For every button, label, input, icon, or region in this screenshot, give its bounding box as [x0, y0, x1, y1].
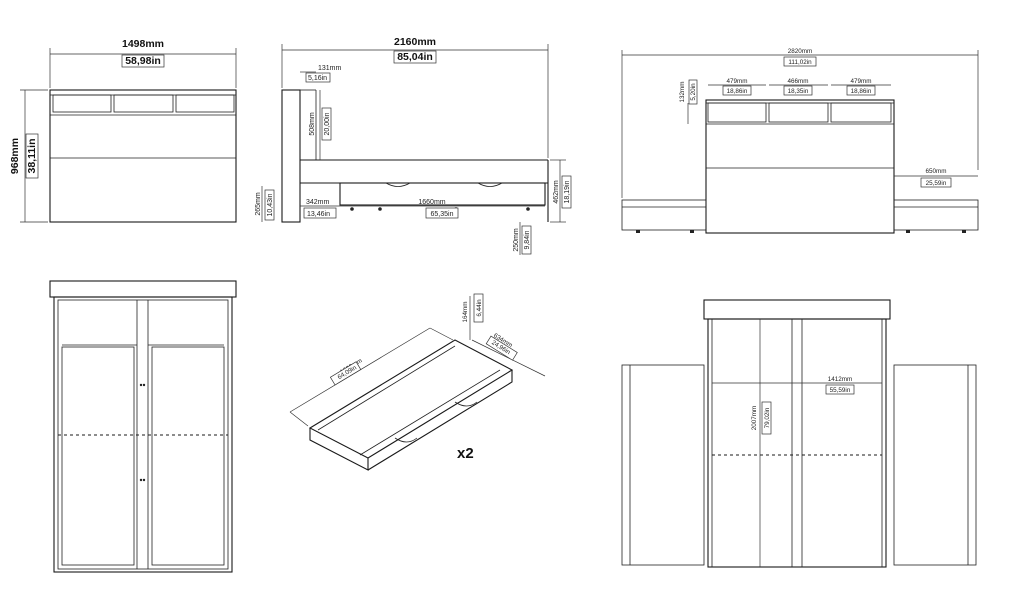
drawer-h-in: 6,44in: [476, 299, 483, 317]
side-offset-in: 13,46in: [307, 211, 330, 218]
side-clear-mm: 250mm: [513, 228, 520, 252]
drawer-iso: 1629mm 64,09in 164mm 6,44in 634mm 24,96i…: [289, 293, 546, 471]
top-c1-mm: 479mm: [727, 78, 748, 85]
top-shelf-in: 5,20in: [690, 83, 697, 101]
side-bed-in: 18,19in: [564, 180, 571, 203]
side-length-mm: 2160mm: [394, 36, 436, 48]
top-c3-in: 18,86in: [851, 88, 872, 95]
side-frame-in: 10,43in: [267, 193, 274, 216]
drawer-h-mm: 164mm: [462, 302, 469, 323]
plan-width-mm: 1412mm: [828, 376, 853, 383]
top-drawer-mm: 650mm: [926, 168, 947, 175]
plan-length-mm: 2007mm: [751, 406, 758, 431]
plan-length-in: 79,02in: [764, 407, 771, 428]
top-c3-mm: 479mm: [851, 78, 872, 85]
front-width-in: 58,98in: [125, 55, 161, 67]
side-depth-mm: 131mm: [318, 65, 342, 72]
top-shelf-mm: 132mm: [679, 82, 686, 103]
top-c1-in: 18,86in: [727, 88, 748, 95]
top-c2-mm: 466mm: [788, 78, 809, 85]
top-total-mm: 2820mm: [788, 48, 813, 55]
side-bed-mm: 462mm: [553, 180, 560, 204]
side-clear-in: 9,84in: [524, 230, 531, 249]
side-depth-in: 5,16in: [308, 75, 327, 82]
side-drawer-mm: 1660mm: [418, 199, 445, 206]
top-drawer-in: 25,59in: [926, 180, 947, 187]
plan-view: 2007mm 79,02in 1412mm 55,59in: [621, 299, 977, 568]
side-shelf-in: 20,00in: [324, 112, 331, 135]
front-width-mm: 1498mm: [122, 38, 164, 50]
side-offset-mm: 342mm: [306, 199, 330, 206]
headboard-outline: [49, 89, 237, 223]
front-height-mm: 968mm: [9, 138, 21, 174]
side-view: 2160mm 85,04in 131mm 5,16in 508mm 20,00i…: [255, 36, 572, 255]
front-height-in: 38,11in: [26, 138, 38, 173]
drawer-quantity: x2: [457, 445, 474, 462]
side-drawer-in: 65,35in: [431, 211, 454, 218]
top-view: 2820mm 111,02in 132mm 5,20in 479mm 18,86…: [621, 48, 979, 234]
side-frame-mm: 265mm: [255, 192, 262, 216]
front-view: 1498mm 58,98in 968mm 38,11in: [9, 38, 237, 223]
top-c2-in: 18,35in: [788, 88, 809, 95]
side-length-in: 85,04in: [397, 51, 433, 63]
side-shelf-mm: 508mm: [309, 112, 316, 136]
top-total-in: 111,02in: [788, 59, 812, 66]
plan-width-in: 55,59in: [830, 387, 851, 394]
frame-view: [49, 280, 237, 573]
